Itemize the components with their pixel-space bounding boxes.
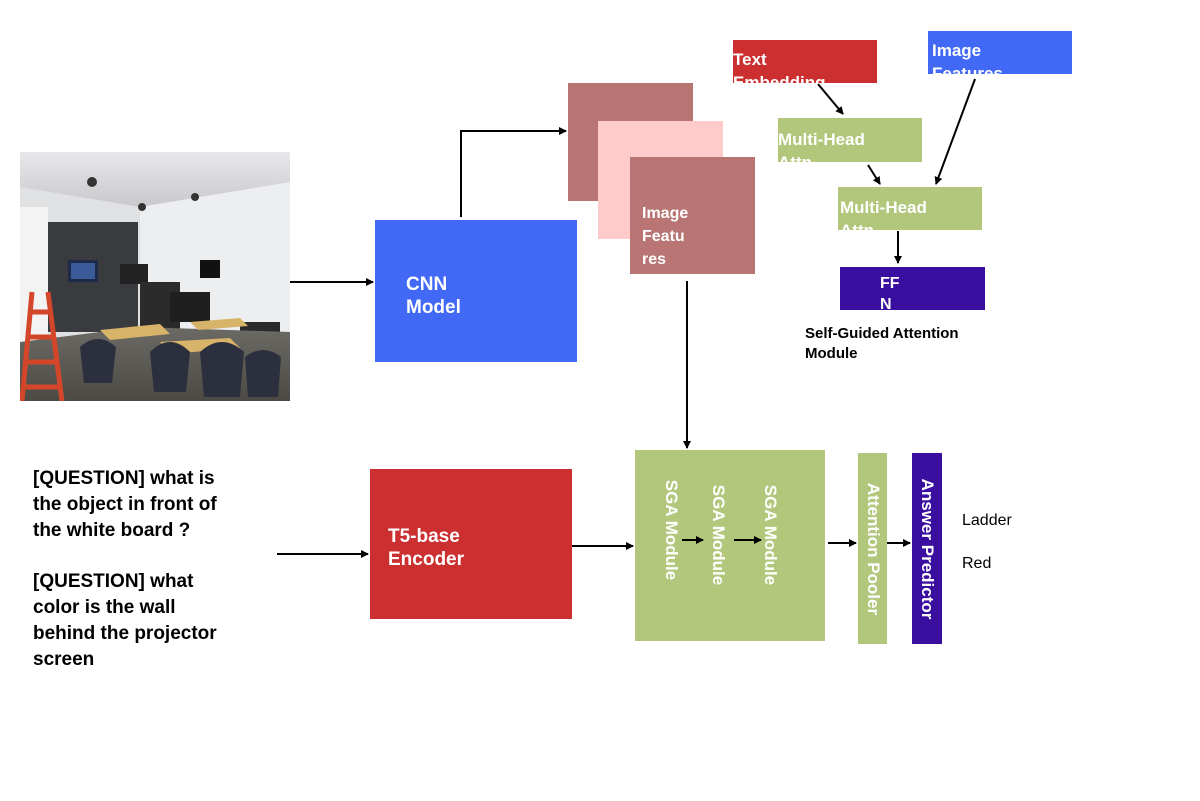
text-embedding-box: Text Embedding	[733, 40, 877, 83]
image-features-line3: res	[642, 251, 667, 269]
question-2-line1: [QUESTION] what	[33, 571, 194, 592]
t5-encoder-box: T5-base Encoder	[370, 469, 572, 619]
question-2-line4: screen	[33, 649, 95, 670]
answer-ladder: Ladder	[962, 512, 1012, 529]
image-features-line1: Image	[642, 205, 689, 222]
inset-image-features-line1: Image	[932, 41, 982, 60]
text-embedding-line2: Embedding	[733, 73, 826, 83]
question-2: [QUESTION] what color is the wall behind…	[33, 569, 217, 673]
multi-head-attn-2-box: Multi-Head Attn	[838, 187, 982, 230]
multi-head-attn-1-line2: Attn	[778, 151, 865, 162]
sga-caption: Self-Guided Attention Module	[805, 324, 959, 364]
ffn-box: FF N	[840, 267, 985, 310]
sga-caption-line1: Self-Guided Attention	[805, 325, 959, 342]
sga-caption-line2: Module	[805, 345, 858, 362]
arrow-cnn-to-features	[460, 127, 567, 217]
question-2-line3: behind the projector	[33, 623, 217, 644]
sga-block: SGA Module SGA Module SGA Module	[635, 450, 825, 641]
image-features-line2: Featu	[642, 228, 685, 246]
answer-red: Red	[962, 555, 992, 572]
feature-map-front: Image Featu res	[630, 157, 755, 274]
arrow-imgfeat-to-mha2	[934, 78, 976, 185]
multi-head-attn-1-line1: Multi-Head	[778, 130, 865, 149]
question-1-line1: [QUESTION] what is	[33, 468, 215, 489]
question-1: [QUESTION] what is the object in front o…	[33, 466, 217, 544]
arrow-textemb-to-mha1	[817, 83, 844, 115]
t5-label-line2: Encoder	[388, 548, 465, 570]
t5-label-line1: T5-base	[388, 526, 460, 547]
inset-image-features-line2: Features	[932, 64, 1003, 74]
question-1-line3: the white board ?	[33, 520, 191, 541]
multi-head-attn-2-line1: Multi-Head	[840, 198, 927, 217]
question-1-line2: the object in front of	[33, 494, 217, 515]
ffn-line2: N	[880, 296, 892, 310]
cnn-label-line2: Model	[406, 296, 461, 318]
multi-head-attn-2-line2: Attn	[840, 219, 927, 230]
ffn-line1: FF	[880, 275, 900, 292]
text-embedding-line1: Text	[733, 50, 767, 69]
attention-pooler-box: Attention Pooler	[858, 453, 887, 644]
inset-image-features-box: Image Features	[928, 31, 1072, 74]
cnn-label-line1: CNN	[406, 274, 448, 295]
answer-predictor-box: Answer Predictor	[912, 453, 942, 644]
cnn-model-box: CNN Model	[375, 220, 577, 362]
multi-head-attn-1-box: Multi-Head Attn	[778, 118, 922, 162]
arrow-mha1-to-mha2	[867, 164, 881, 185]
question-2-line2: color is the wall	[33, 597, 176, 618]
classroom-photo	[20, 152, 290, 401]
